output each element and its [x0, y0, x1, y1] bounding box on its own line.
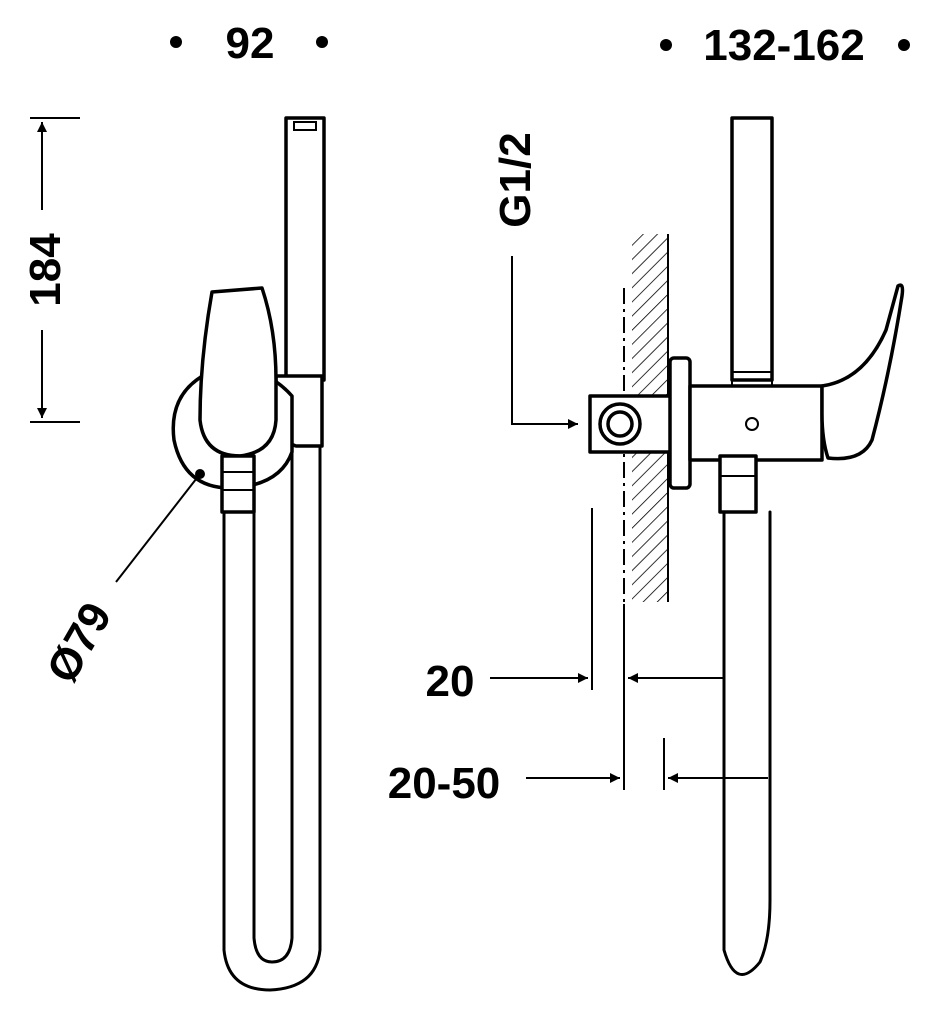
shower-hose-outer — [222, 444, 322, 992]
dimension-offset-b: 20-50 — [388, 759, 501, 808]
front-view: 92 184 Ø79 — [21, 19, 328, 992]
thread-label: G1/2 — [491, 132, 540, 227]
side-lever — [820, 283, 905, 461]
dimension-dot — [170, 36, 182, 48]
dimension-height-front: 184 — [21, 233, 70, 307]
side-shower-holder — [731, 371, 773, 387]
hand-shower-tip — [293, 121, 317, 131]
side-view: 132-162 G1/2 20 — [388, 21, 910, 976]
thread-leader — [511, 256, 578, 429]
shower-hose-inner — [252, 444, 294, 964]
dimension-dot — [316, 36, 328, 48]
side-hose — [722, 510, 772, 976]
leader-line — [115, 473, 201, 583]
side-rosette — [668, 356, 692, 490]
dimension-offset-a: 20 — [426, 657, 475, 706]
dimension-dot — [660, 39, 672, 51]
dimension-width-front: 92 — [226, 19, 275, 68]
valve-body — [688, 384, 824, 462]
dimension-dot — [898, 39, 910, 51]
inlet-port-inner — [606, 410, 634, 438]
side-hand-shower — [730, 116, 774, 382]
dimension-diameter: Ø79 — [37, 594, 121, 691]
dimension-width-side: 132-162 — [703, 21, 864, 70]
hand-shower-bar — [284, 116, 326, 382]
side-hose-connector — [718, 454, 758, 514]
hose-connector — [220, 454, 256, 514]
lever-handle — [198, 286, 278, 458]
valve-screw — [745, 417, 759, 431]
